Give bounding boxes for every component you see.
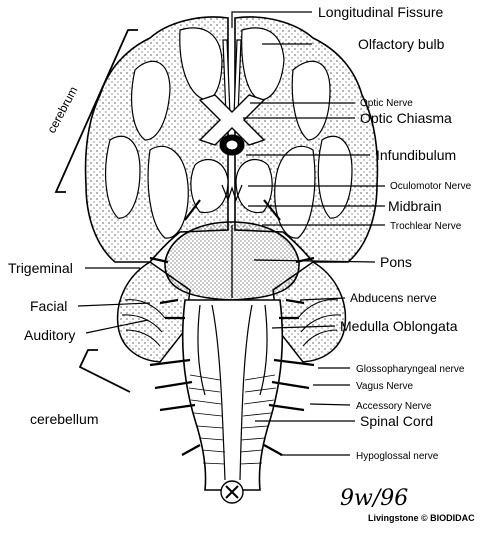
trochlear-nerve-label: Trochlear Nerve bbox=[390, 221, 462, 232]
cranial-nerve-roots bbox=[149, 199, 315, 456]
olfactory-bulb-label: Olfactory bulb bbox=[358, 36, 445, 52]
hypoglossal-nerve-label: Hypoglossal nerve bbox=[356, 451, 439, 462]
spinal-cord-label: Spinal Cord bbox=[360, 413, 433, 429]
medulla-shape bbox=[181, 299, 284, 491]
cerebellum-shape bbox=[116, 261, 347, 363]
medulla-oblongata-label: Medulla Oblongata bbox=[340, 318, 458, 334]
vagus-nerve-label: Vagus Nerve bbox=[356, 381, 414, 392]
spinal-cord-hatching bbox=[188, 374, 277, 465]
medulla-pyramids bbox=[197, 304, 268, 481]
gyri-contours bbox=[105, 27, 353, 219]
auditory-label: Auditory bbox=[24, 327, 75, 343]
cerebellum-label: cerebellum bbox=[30, 411, 98, 427]
midbrain-shape bbox=[190, 158, 273, 214]
accessory-nerve-label: Accessory Nerve bbox=[356, 401, 432, 412]
signature: 9w/96 bbox=[340, 486, 408, 511]
facial-label: Facial bbox=[30, 298, 67, 314]
optic-chiasma-shape bbox=[198, 94, 266, 146]
cerebrum-bracket bbox=[54, 29, 138, 193]
glossopharyngeal-nerve-label: Glossopharyngeal nerve bbox=[356, 364, 465, 375]
temporal-lobes bbox=[147, 145, 316, 239]
abducens-nerve-label: Abducens nerve bbox=[350, 291, 437, 305]
midbrain-label: Midbrain bbox=[388, 198, 442, 214]
cerebrum-label: cerebrum bbox=[44, 84, 80, 135]
cerebellum-bracket bbox=[78, 349, 131, 393]
spinal-cord-section bbox=[220, 480, 244, 504]
olfactory-tracts bbox=[222, 39, 242, 116]
longitudinal-fissure-label: Longitudinal Fissure bbox=[318, 4, 444, 20]
infundibulum-label: Infundibulum bbox=[376, 147, 456, 163]
oculomotor-nerve-label: Oculomotor Nerve bbox=[390, 181, 472, 192]
pons-label: Pons bbox=[380, 254, 412, 270]
optic-chiasma-label: Optic Chiasma bbox=[360, 110, 452, 126]
trigeminal-label: Trigeminal bbox=[8, 260, 73, 276]
leader-lines bbox=[77, 11, 385, 456]
optic-nerve-label: Optic Nerve bbox=[360, 98, 413, 109]
credit-text: Livingstone © BIODIDAC bbox=[368, 513, 475, 523]
